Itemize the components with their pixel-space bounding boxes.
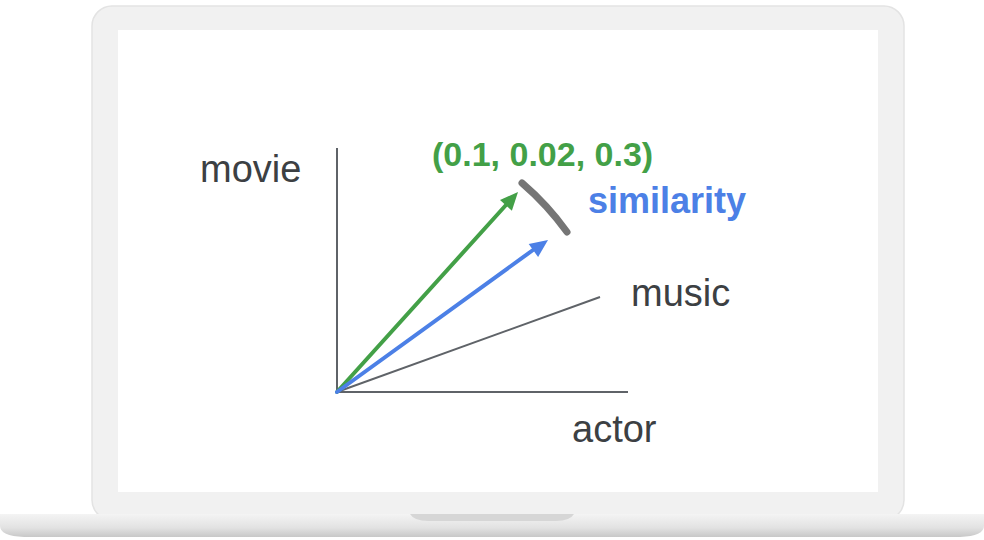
movie-axis <box>336 148 338 393</box>
blue-vector <box>337 250 533 392</box>
laptop-bezel <box>92 6 904 520</box>
vector-coordinates: (0.1, 0.02, 0.3) <box>432 137 653 171</box>
similarity-arc <box>522 183 567 232</box>
similarity-label: similarity <box>588 183 746 219</box>
laptop-screen <box>118 30 878 492</box>
green-vector <box>337 205 506 392</box>
music-axis <box>337 297 600 392</box>
blue-arrowhead <box>529 240 548 257</box>
actor-axis <box>336 391 628 393</box>
axis-label: actor <box>572 410 656 448</box>
green-arrowhead <box>500 192 518 211</box>
laptop-notch <box>410 514 574 521</box>
laptop-base <box>0 514 984 537</box>
axis-label: music <box>631 274 730 312</box>
axis-label: movie <box>200 150 301 188</box>
